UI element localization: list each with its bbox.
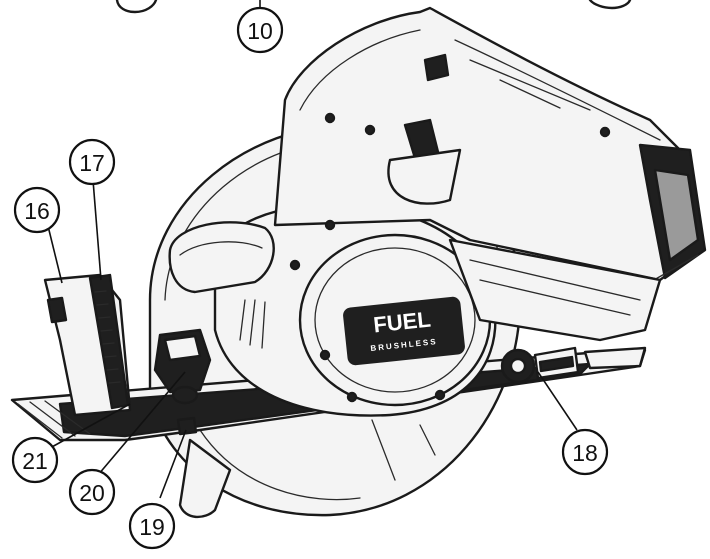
callout-19-label: 19 — [139, 514, 165, 540]
callout-20: 20 — [68, 468, 116, 516]
depth-knob — [153, 328, 212, 436]
leader-20 — [97, 371, 186, 476]
callout-18-label: 18 — [572, 440, 598, 466]
main-handle — [273, 6, 702, 282]
bevel-bracket — [43, 273, 132, 417]
motor-housing: FUEL BRUSHLESS — [213, 203, 497, 417]
callout-10-label: 10 — [247, 18, 273, 44]
callout-18: 18 — [561, 428, 609, 476]
depth-adjust-knob — [500, 346, 580, 384]
callout-16-label: 16 — [24, 198, 50, 224]
callout-10: 10 — [236, 6, 284, 54]
saw-illustration: FUEL BRUSHLESS — [10, 6, 707, 519]
callout-17: 17 — [68, 138, 116, 186]
bevel-scale-ticks — [94, 290, 121, 384]
lower-chassis — [448, 238, 662, 342]
battery-pack — [638, 143, 707, 286]
callout-17-label: 17 — [79, 150, 105, 176]
fuel-logo-badge: FUEL BRUSHLESS — [343, 296, 465, 366]
callout-16: 16 — [13, 186, 61, 234]
callout-partial-right — [588, 0, 632, 10]
leader-18 — [537, 371, 578, 431]
logo-brand: FUEL — [372, 307, 432, 338]
callout-19: 19 — [128, 502, 176, 550]
callout-20-label: 20 — [79, 480, 105, 506]
leader-16 — [47, 225, 63, 284]
leader-19 — [159, 429, 187, 499]
callout-21: 21 — [11, 436, 59, 484]
front-knob — [168, 221, 275, 294]
leader-21 — [49, 403, 131, 449]
callout-partial-left — [115, 0, 158, 14]
leader-17 — [92, 179, 102, 281]
callout-21-label: 21 — [22, 448, 48, 474]
leader-lines — [47, 0, 578, 499]
